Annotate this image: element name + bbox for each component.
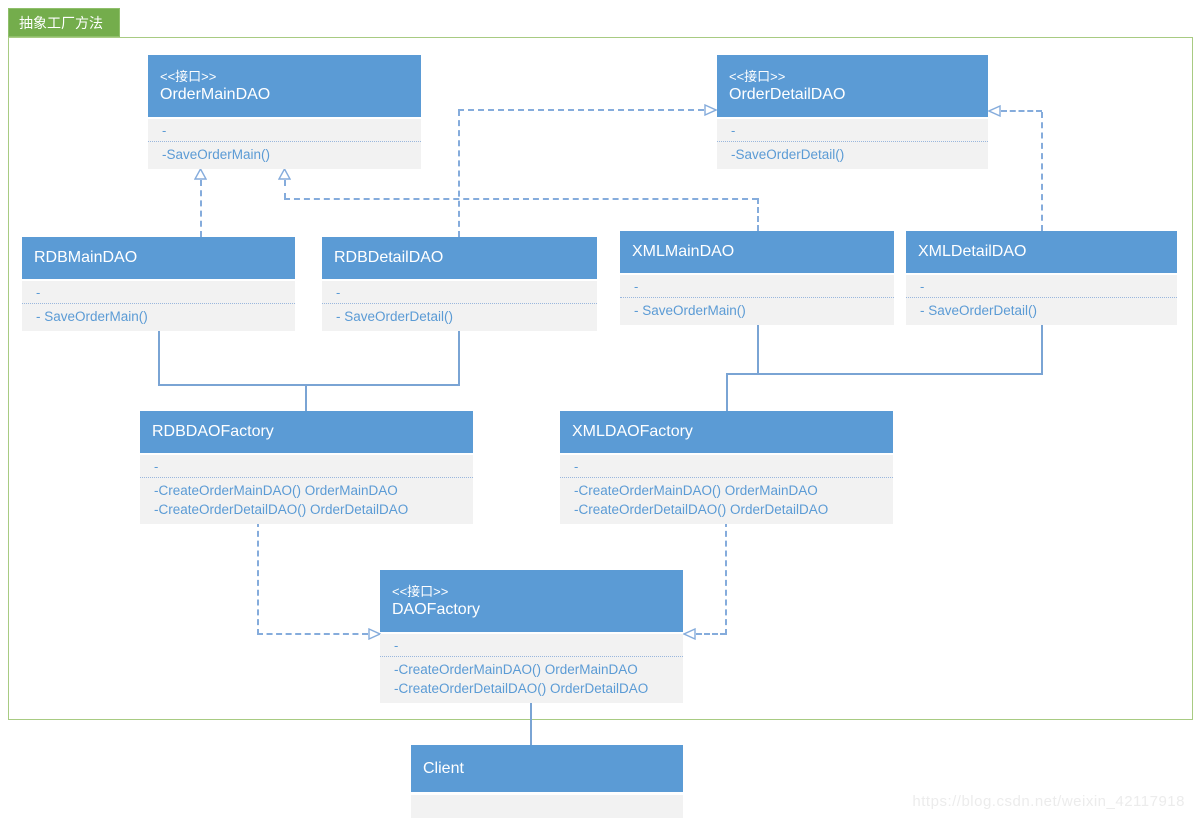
class-body: - -CreateOrderMainDAO() OrderMainDAO -Cr… xyxy=(560,455,893,524)
dashed-rdbfactory-segment-down xyxy=(257,521,259,635)
class-box-daofactory: <<接口>> DAOFactory - -CreateOrderMainDAO(… xyxy=(380,570,683,703)
class-header: RDBMainDAO xyxy=(22,237,295,279)
class-name: RDBDetailDAO xyxy=(334,249,444,266)
class-body: - - SaveOrderMain() xyxy=(620,275,894,325)
attribute-row: - xyxy=(560,455,893,478)
class-header: XMLMainDAO xyxy=(620,231,894,273)
realization-arrow-icon xyxy=(368,628,381,640)
line-rdbmaindao-down xyxy=(158,330,160,386)
attribute-row: - xyxy=(148,119,421,142)
class-box-rdbdetaildao: RDBDetailDAO - - SaveOrderDetail() xyxy=(322,237,597,331)
diagram-title: 抽象工厂方法 xyxy=(19,14,103,31)
method-row: -CreateOrderDetailDAO() OrderDetailDAO xyxy=(154,502,409,517)
class-header: XMLDAOFactory xyxy=(560,411,893,453)
method-row: -CreateOrderMainDAO() OrderMainDAO xyxy=(394,662,638,677)
line-rdbdetaildao-down xyxy=(458,330,460,386)
class-name: DAOFactory xyxy=(392,600,481,618)
line-daofactory-client xyxy=(530,700,532,745)
class-box-rdbdaofactory: RDBDAOFactory - -CreateOrderMainDAO() Or… xyxy=(140,411,473,524)
class-box-rdbmaindao: RDBMainDAO - - SaveOrderMain() xyxy=(22,237,295,331)
attribute-row: - xyxy=(140,455,473,478)
diagram-frame-border xyxy=(8,37,1193,720)
class-name: RDBMainDAO xyxy=(34,249,138,266)
class-box-ordermaindao: <<接口>> OrderMainDAO - -SaveOrderMain() xyxy=(148,55,421,169)
dashed-xmlmaindao-segment-down xyxy=(757,198,759,231)
class-body: - -SaveOrderMain() xyxy=(148,119,421,169)
realization-arrow-icon xyxy=(194,168,207,180)
class-header: <<接口>> OrderMainDAO xyxy=(148,55,421,117)
dashed-rdbdetaildao-segment-across xyxy=(458,109,704,111)
method-row: - SaveOrderDetail() xyxy=(336,309,454,324)
line-rdb-horizontal xyxy=(158,384,460,386)
method-row: -CreateOrderDetailDAO() OrderDetailDAO xyxy=(394,681,649,696)
method-row: - SaveOrderMain() xyxy=(36,309,148,324)
stereotype-label: <<接口>> xyxy=(160,68,217,84)
dashed-xmlmaindao-segment-up xyxy=(284,180,286,199)
class-name: XMLMainDAO xyxy=(632,243,735,260)
method-row: - SaveOrderMain() xyxy=(634,303,746,318)
class-body: - - SaveOrderDetail() xyxy=(906,275,1177,325)
method-row: - SaveOrderDetail() xyxy=(920,303,1038,318)
method-row: -SaveOrderMain() xyxy=(162,147,271,162)
attribute-row: - xyxy=(906,275,1177,298)
realization-arrow-icon xyxy=(683,628,696,640)
class-header: <<接口>> DAOFactory xyxy=(380,570,683,632)
realization-arrow-icon xyxy=(704,104,717,116)
line-rdbfactory-up xyxy=(305,384,307,411)
class-body: - -SaveOrderDetail() xyxy=(717,119,988,169)
realization-arrow-icon xyxy=(988,105,1001,117)
dashed-rdbmaindao-ordermaindao xyxy=(200,180,202,237)
class-box-orderdetaildao: <<接口>> OrderDetailDAO - -SaveOrderDetail… xyxy=(717,55,988,169)
class-body: - -CreateOrderMainDAO() OrderMainDAO -Cr… xyxy=(140,455,473,524)
realization-arrow-icon xyxy=(278,168,291,180)
class-box-client: Client xyxy=(411,745,683,818)
dashed-xmlmaindao-segment-across xyxy=(284,198,758,200)
class-body: - - SaveOrderMain() xyxy=(22,281,295,331)
class-box-xmldetaildao: XMLDetailDAO - - SaveOrderDetail() xyxy=(906,231,1177,325)
class-header: <<接口>> OrderDetailDAO xyxy=(717,55,988,117)
method-row: -CreateOrderDetailDAO() OrderDetailDAO xyxy=(574,502,829,517)
class-name: Client xyxy=(423,759,464,777)
class-box-xmlmaindao: XMLMainDAO - - SaveOrderMain() xyxy=(620,231,894,325)
stereotype-label: <<接口>> xyxy=(729,68,786,84)
csdn-watermark: https://blog.csdn.net/weixin_42117918 xyxy=(912,793,1185,810)
dashed-xmldetaildao-segment-up xyxy=(1041,112,1043,231)
line-xmldetaildao-down xyxy=(1041,324,1043,375)
line-xml-horizontal xyxy=(726,373,1043,375)
class-header: XMLDetailDAO xyxy=(906,231,1177,273)
method-row: -SaveOrderDetail() xyxy=(731,147,845,162)
class-name: RDBDAOFactory xyxy=(152,423,274,440)
attribute-row: - xyxy=(22,281,295,304)
class-header: Client xyxy=(411,745,683,792)
class-header: RDBDetailDAO xyxy=(322,237,597,279)
class-body: - -CreateOrderMainDAO() OrderMainDAO -Cr… xyxy=(380,634,683,703)
class-box-xmldaofactory: XMLDAOFactory - -CreateOrderMainDAO() Or… xyxy=(560,411,893,524)
dashed-rdbdetaildao-segment-up xyxy=(458,110,460,237)
class-name: XMLDAOFactory xyxy=(572,423,693,440)
attribute-row: - xyxy=(322,281,597,304)
method-row: -CreateOrderMainDAO() OrderMainDAO xyxy=(154,483,398,498)
attribute-row: - xyxy=(380,634,683,657)
class-body xyxy=(411,795,683,818)
attribute-row: - xyxy=(717,119,988,142)
class-body: - - SaveOrderDetail() xyxy=(322,281,597,331)
class-name: OrderDetailDAO xyxy=(729,85,846,103)
line-xmlfactory-up xyxy=(726,373,728,411)
method-row: -CreateOrderMainDAO() OrderMainDAO xyxy=(574,483,818,498)
dashed-xmldetaildao-segment-across xyxy=(1001,110,1042,112)
class-name: XMLDetailDAO xyxy=(918,243,1027,260)
dashed-rdbfactory-segment-across xyxy=(257,633,368,635)
dashed-xmlfactory-segment-across xyxy=(696,633,726,635)
stereotype-label: <<接口>> xyxy=(392,583,449,599)
dashed-xmlfactory-segment-down xyxy=(725,521,727,635)
attribute-row: - xyxy=(620,275,894,298)
class-name: OrderMainDAO xyxy=(160,85,271,103)
line-xmlmaindao-down xyxy=(757,324,759,375)
class-header: RDBDAOFactory xyxy=(140,411,473,453)
diagram-title-tab: 抽象工厂方法 xyxy=(8,8,120,37)
